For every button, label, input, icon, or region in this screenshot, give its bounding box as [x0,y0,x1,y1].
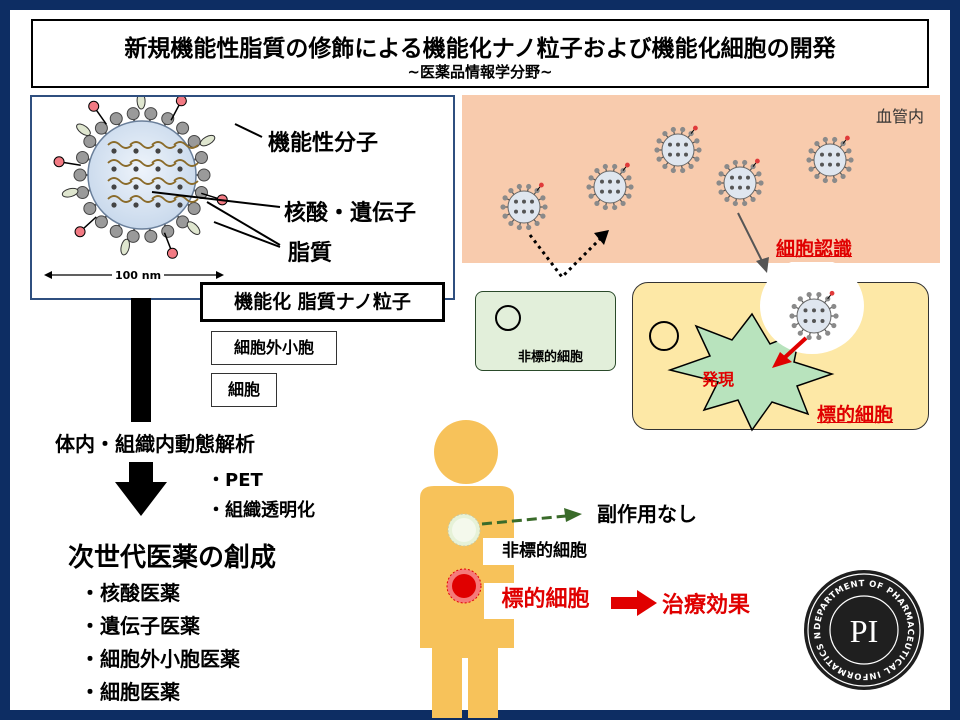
flow-down-arrow-icon [115,462,167,516]
body-target-label: 標的細胞 [484,583,607,619]
label-functional-molecule: 機能性分子 [268,131,379,156]
target-cell-svg [649,262,864,432]
nanoparticle-illustration [44,97,281,279]
nanoparticle-panel: 機能性分子 核酸・遺伝子 脂質 100 nm [30,95,455,300]
university-seal-icon: DEPARTMENT OF PHARMACEUTICAL INFORMATICS… [802,568,924,690]
seal-center-text: PI [850,613,878,649]
flow-bar [131,298,151,422]
effect-arrow-icon [611,590,657,616]
scale-label: 100 nm [112,269,165,282]
vessel-label: 血管内 [875,107,924,126]
analysis-text: 体内・組織内動態解析 [55,432,255,456]
page-title: 新規機能性脂質の修飾による機能化ナノ粒子および機能化細胞の開発 [124,36,836,62]
body-nontarget-label: 非標的細胞 [483,538,606,565]
page-subtitle: ~医薬品情報学分野~ [407,63,553,81]
extracellular-vesicle-box: 細胞外小胞 [211,331,337,365]
label-lipid: 脂質 [288,241,333,266]
cell-recognition-label: 細胞認識 [776,238,853,260]
vessel-particles-svg [500,125,854,280]
no-side-effect-label: 副作用なし [597,502,697,526]
cell-nucleus-icon [495,305,521,331]
target-cell-label: 標的細胞 [817,404,894,426]
nontarget-cell-panel: 非標的細胞 [475,291,616,371]
functional-lnp-box: 機能化 脂質ナノ粒子 [200,282,445,322]
human-body-icon [420,420,514,718]
result-heading: 次世代医薬の創成 [68,543,277,573]
drug-item: ・細胞医薬 [80,680,180,704]
drug-item: ・核酸医薬 [80,581,180,605]
method-clearing: ・組織透明化 [207,500,315,521]
title-box: 新規機能性脂質の修飾による機能化ナノ粒子および機能化細胞の開発 ~医薬品情報学分… [31,19,929,88]
method-pet: ・PET [207,470,263,491]
nontarget-cell-label: 非標的細胞 [518,350,584,365]
blood-vessel-panel: 血管内 [462,95,940,263]
expression-label: 発現 [702,370,735,389]
drug-item: ・遺伝子医薬 [80,614,200,638]
drug-item: ・細胞外小胞医薬 [80,647,240,671]
side-effect-arrow-icon [481,508,582,526]
label-nucleic-acid: 核酸・遺伝子 [284,201,417,226]
treatment-effect-label: 治療効果 [662,593,751,618]
cell-box: 細胞 [211,373,277,407]
